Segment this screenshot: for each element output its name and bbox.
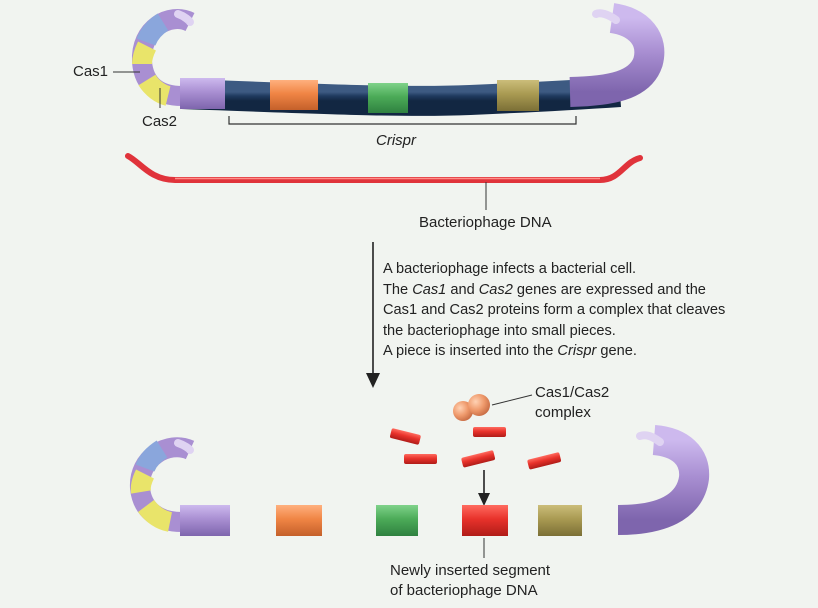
process-description: A bacteriophage infects a bacterial cell… <box>383 259 813 362</box>
bacteriophage-dna-strand <box>125 153 643 183</box>
process-arrow-head <box>366 373 380 388</box>
inserted-segment-label-line-2: of bacteriophage DNA <box>390 582 538 599</box>
description-line-1: A bacteriophage infects a bacterial cell… <box>383 261 637 277</box>
top-right-tip <box>592 9 620 24</box>
crispr-label: Crispr <box>376 132 416 149</box>
cas1-label: Cas1 <box>73 63 109 80</box>
description-line-4: the bacteriophage into small pieces. <box>383 322 616 339</box>
bottom-right-curl <box>617 425 710 535</box>
top-right-curl <box>569 3 665 107</box>
cas2-label: Cas2 <box>142 113 178 130</box>
text-fragment: The <box>383 281 413 298</box>
bacterial-chromosome-top <box>131 3 665 116</box>
bottom-right-tip <box>636 431 664 446</box>
text-fragment: A piece is inserted into the <box>383 343 558 359</box>
description-line-5: A piece is inserted into the Crispr gene… <box>383 341 813 362</box>
gene-name-cas2: Cas2 <box>478 281 513 298</box>
top-orange-segment <box>270 80 318 110</box>
text-fragment: genes are expressed and the <box>512 281 706 298</box>
top-purple-segment <box>180 78 225 109</box>
top-green-segment <box>368 83 408 113</box>
complex-label-line-2: complex <box>535 404 591 421</box>
top-left-yellow-band-2 <box>138 74 171 106</box>
fragment <box>390 428 421 445</box>
description-line-2: The Cas1 and Cas2 genes are expressed an… <box>383 280 813 301</box>
top-left-blue-band <box>136 13 169 46</box>
complex-leader <box>491 394 533 406</box>
complex-label-line-1: Cas1/Cas2 <box>535 384 610 401</box>
bacterial-chromosome-bottom <box>130 425 710 536</box>
insertion-arrow-head <box>478 493 490 506</box>
top-left-yellow-band-1 <box>132 41 157 65</box>
text-fragment: and <box>446 281 479 298</box>
top-left-tip <box>174 10 194 26</box>
bottom-orange-segment <box>276 505 322 536</box>
phage-dna-fragments <box>390 427 562 470</box>
bottom-left-yellow-band-1 <box>130 469 155 494</box>
fragment <box>461 450 496 468</box>
cas1-cas2-complex <box>453 394 490 421</box>
bottom-purple-segment <box>180 505 230 536</box>
fragment <box>404 454 437 464</box>
inserted-segment-label-line-1: Newly inserted segment <box>390 562 551 579</box>
description-line-3: Cas1 and Cas2 proteins form a complex th… <box>383 302 726 318</box>
bottom-inserted-red-segment <box>462 505 508 536</box>
bottom-left-yellow-band-2 <box>138 499 173 532</box>
bottom-left-tip <box>174 439 194 454</box>
top-olive-segment <box>497 80 539 111</box>
bottom-left-blue-band <box>135 440 168 472</box>
bottom-green-segment <box>376 505 418 536</box>
fragment <box>473 427 506 437</box>
gene-name-cas1: Cas1 <box>412 281 447 298</box>
bottom-olive-segment <box>538 505 582 536</box>
bacteriophage-dna-label: Bacteriophage DNA <box>419 214 552 231</box>
fragment <box>527 452 562 470</box>
text-fragment: gene. <box>596 343 637 359</box>
gene-name-crispr: Crispr <box>557 343 597 359</box>
crispr-bracket <box>228 116 577 125</box>
